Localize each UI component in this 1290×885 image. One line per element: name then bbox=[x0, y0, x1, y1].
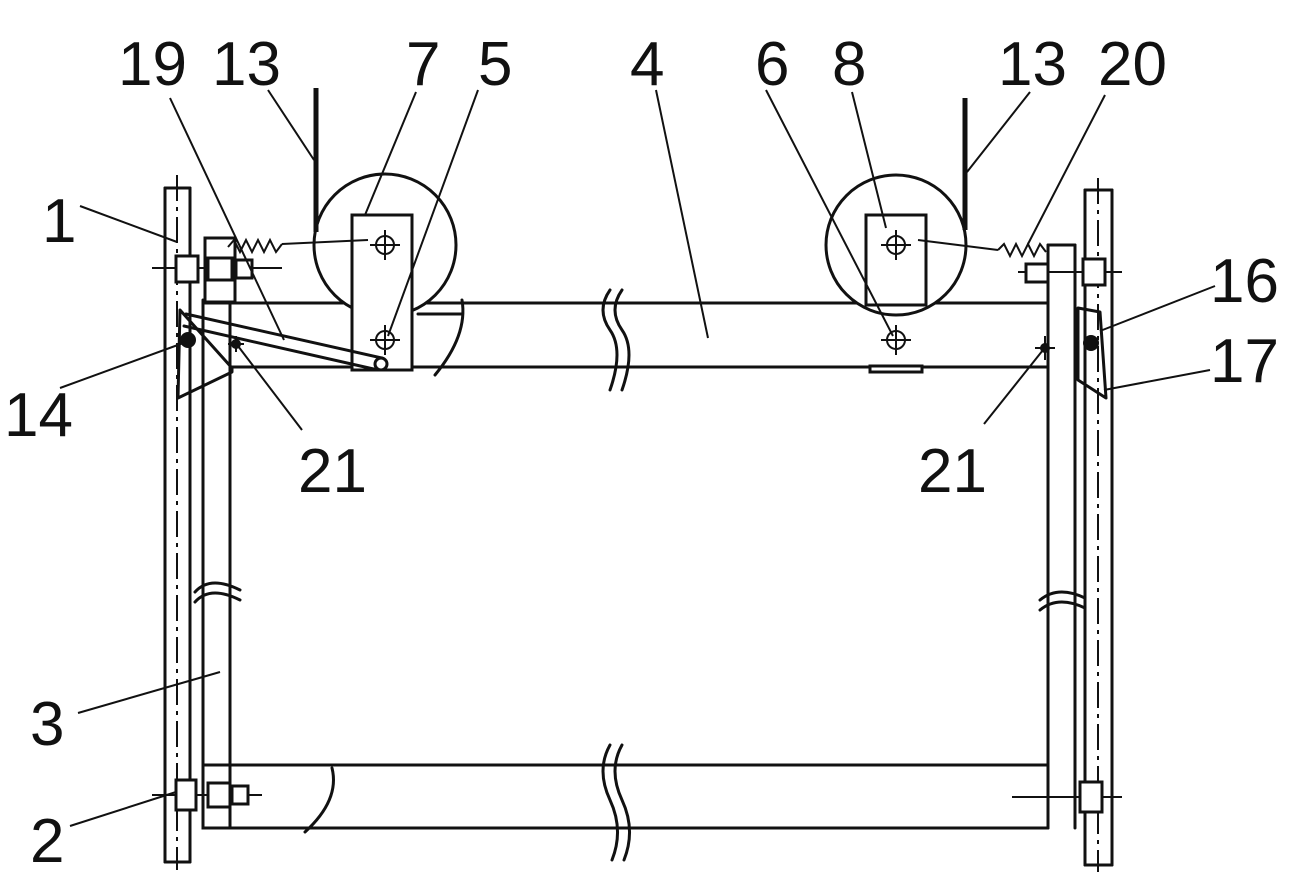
label-3: 3 bbox=[30, 690, 64, 759]
left-wheel bbox=[312, 172, 458, 372]
label-4: 4 bbox=[630, 30, 664, 99]
label-21-left: 21 bbox=[298, 437, 367, 506]
label-20: 20 bbox=[1098, 30, 1167, 99]
left-spring bbox=[227, 237, 369, 255]
right-spring bbox=[917, 239, 1047, 259]
part-labels: 1 2 3 4 5 6 7 8 13 13 14 16 17 19 20 21 … bbox=[4, 30, 1279, 876]
left-top-bolt bbox=[152, 254, 282, 284]
pins bbox=[180, 332, 1099, 360]
label-1: 1 bbox=[42, 187, 76, 256]
label-17: 17 bbox=[1210, 327, 1279, 396]
right-top-bolt bbox=[1018, 257, 1122, 287]
left-guide-rail bbox=[163, 175, 192, 870]
left-bottom-bolt bbox=[152, 778, 262, 812]
label-16: 16 bbox=[1210, 247, 1279, 316]
label-19: 19 bbox=[118, 30, 187, 99]
left-lever-link bbox=[182, 312, 389, 372]
label-7: 7 bbox=[406, 30, 440, 99]
right-frame-post bbox=[1038, 243, 1087, 830]
right-wheel bbox=[824, 173, 968, 355]
label-14: 14 bbox=[4, 381, 73, 450]
label-8: 8 bbox=[832, 30, 866, 99]
label-5: 5 bbox=[478, 30, 512, 99]
label-13-left: 13 bbox=[212, 30, 281, 99]
label-6: 6 bbox=[755, 30, 789, 99]
right-side-bracket bbox=[1076, 306, 1108, 400]
right-bottom-bolt bbox=[1012, 780, 1122, 814]
vertical-rods bbox=[313, 88, 968, 232]
leader-lines bbox=[59, 89, 1216, 827]
bottom-beam bbox=[201, 743, 1050, 862]
label-2: 2 bbox=[30, 807, 64, 876]
left-frame-post bbox=[193, 298, 242, 830]
label-21-right: 21 bbox=[918, 437, 987, 506]
label-13-right: 13 bbox=[998, 30, 1067, 99]
right-guide-rail bbox=[1083, 178, 1114, 872]
